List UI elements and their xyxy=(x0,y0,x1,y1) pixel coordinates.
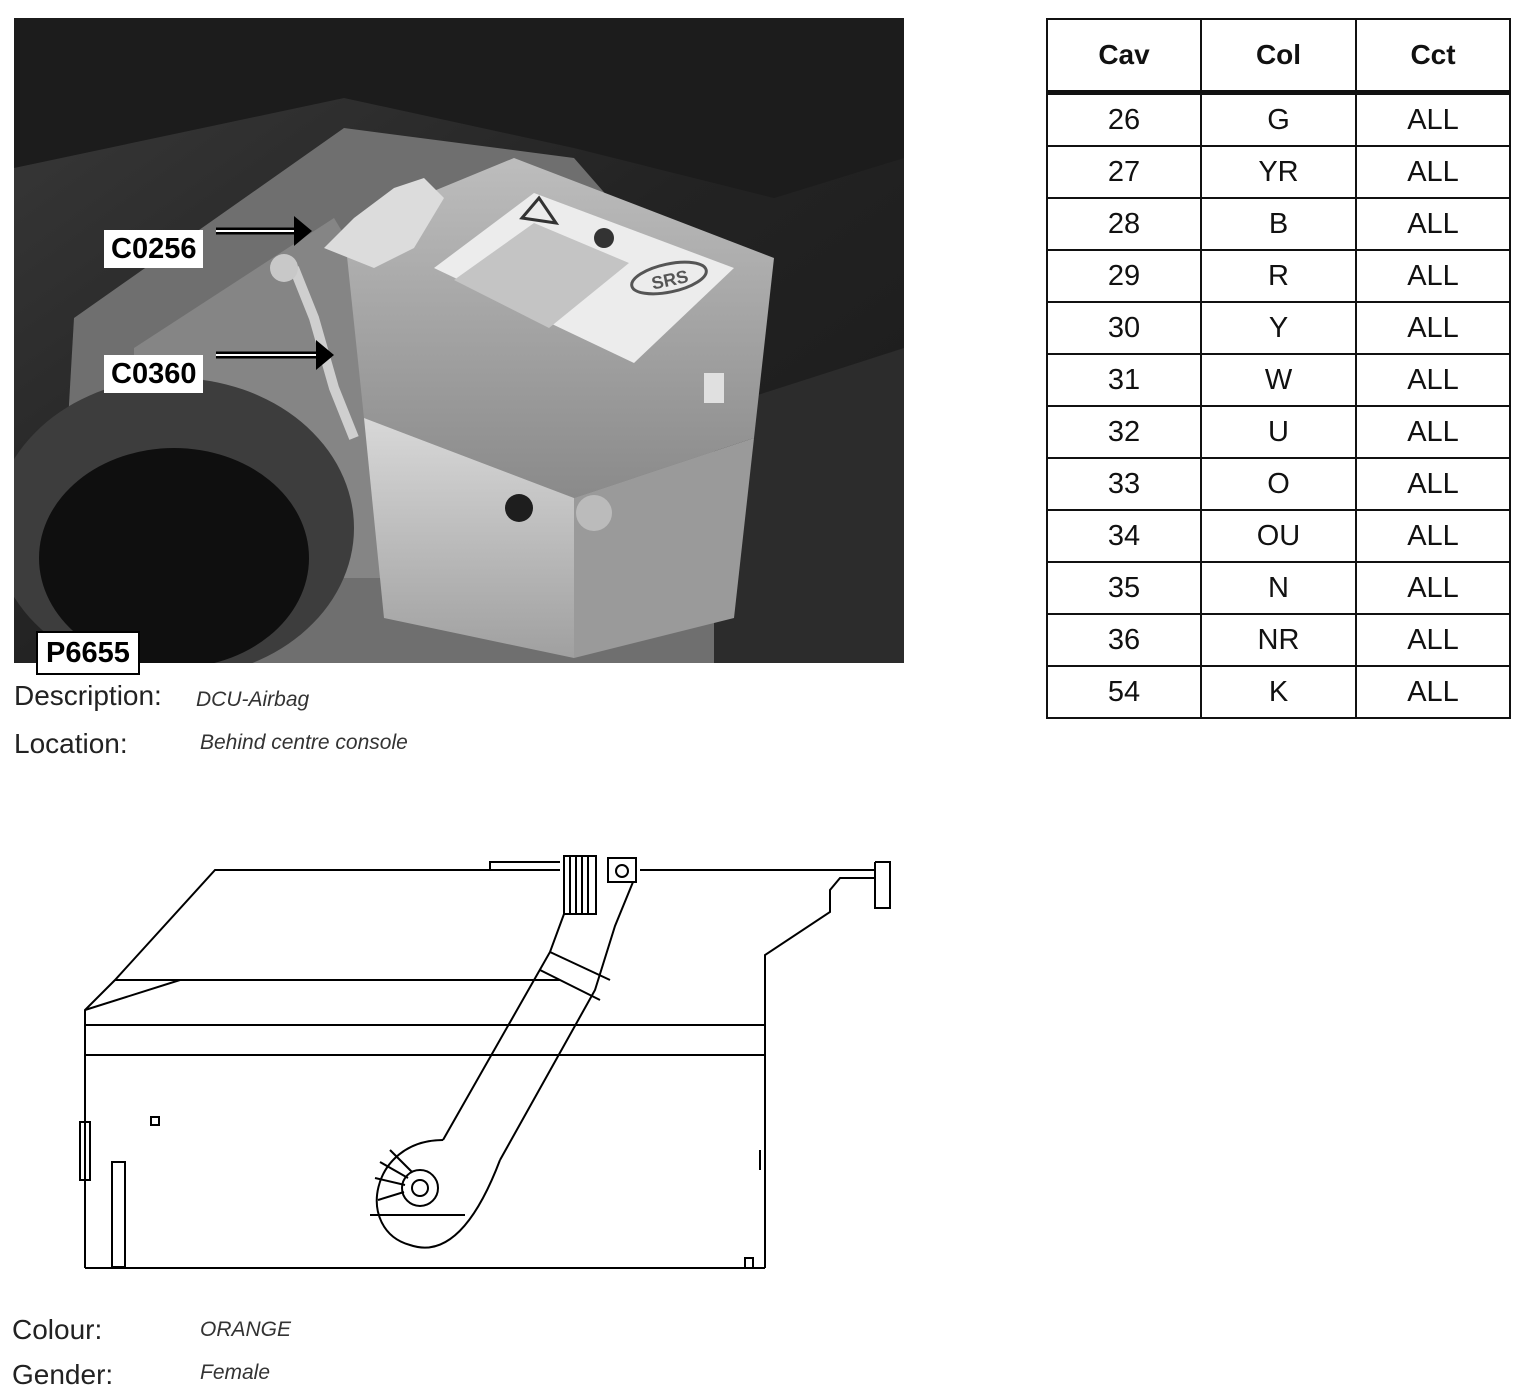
cell-cav: 33 xyxy=(1046,457,1202,511)
cell-cav: 32 xyxy=(1046,405,1202,459)
cell-col: Y xyxy=(1200,301,1357,355)
cell-cct: ALL xyxy=(1355,249,1511,303)
cell-col: U xyxy=(1200,405,1357,459)
cell-cct: ALL xyxy=(1355,405,1511,459)
cell-cct: ALL xyxy=(1355,197,1511,251)
cell-cct: ALL xyxy=(1355,457,1511,511)
cell-cav: 34 xyxy=(1046,509,1202,563)
cell-cav: 27 xyxy=(1046,145,1202,199)
airbag-module-photo: SRS xyxy=(0,18,904,678)
callout-c0360: C0360 xyxy=(104,355,204,393)
table-header-row: Cav Col Cct xyxy=(1046,18,1511,95)
description-label: Description: xyxy=(14,680,162,711)
cell-col: K xyxy=(1200,665,1357,719)
connector-line-drawing xyxy=(70,840,900,1280)
cell-cav: 35 xyxy=(1046,561,1202,615)
cell-cct: ALL xyxy=(1355,353,1511,407)
callout-c0256: C0256 xyxy=(104,230,204,268)
cell-cct: ALL xyxy=(1355,509,1511,563)
cell-col: W xyxy=(1200,353,1357,407)
connector-photo: SRS C0256 C0360 P6655 xyxy=(0,18,904,678)
photo-code: P6655 xyxy=(36,631,140,675)
cell-col: G xyxy=(1200,91,1357,147)
cell-col: O xyxy=(1200,457,1357,511)
gender-label: Gender: xyxy=(12,1359,114,1390)
cell-col: R xyxy=(1200,249,1357,303)
cell-cct: ALL xyxy=(1355,665,1511,719)
description-value: DCU-Airbag xyxy=(196,688,310,711)
location-value: Behind centre console xyxy=(200,731,408,754)
cell-cav: 31 xyxy=(1046,353,1202,407)
cell-col: B xyxy=(1200,197,1357,251)
cell-cav: 26 xyxy=(1046,91,1202,147)
gender-value: Female xyxy=(200,1361,271,1384)
cell-cct: ALL xyxy=(1355,561,1511,615)
cell-cav: 29 xyxy=(1046,249,1202,303)
cell-col: NR xyxy=(1200,613,1357,667)
colour-label: Colour: xyxy=(12,1314,103,1345)
header-cct: Cct xyxy=(1355,18,1511,95)
header-col: Col xyxy=(1200,18,1357,95)
cell-col: YR xyxy=(1200,145,1357,199)
cell-cct: ALL xyxy=(1355,613,1511,667)
cell-cct: ALL xyxy=(1355,301,1511,355)
header-cav: Cav xyxy=(1046,18,1202,95)
cell-cct: ALL xyxy=(1355,145,1511,199)
cell-cav: 28 xyxy=(1046,197,1202,251)
connector-outline-diagram xyxy=(79,855,891,1269)
cell-cct: ALL xyxy=(1355,91,1511,147)
cell-cav: 30 xyxy=(1046,301,1202,355)
cell-col: N xyxy=(1200,561,1357,615)
location-label: Location: xyxy=(14,728,128,759)
colour-value: ORANGE xyxy=(200,1318,292,1341)
cell-cav: 36 xyxy=(1046,613,1202,667)
cell-cav: 54 xyxy=(1046,665,1202,719)
cell-col: OU xyxy=(1200,509,1357,563)
